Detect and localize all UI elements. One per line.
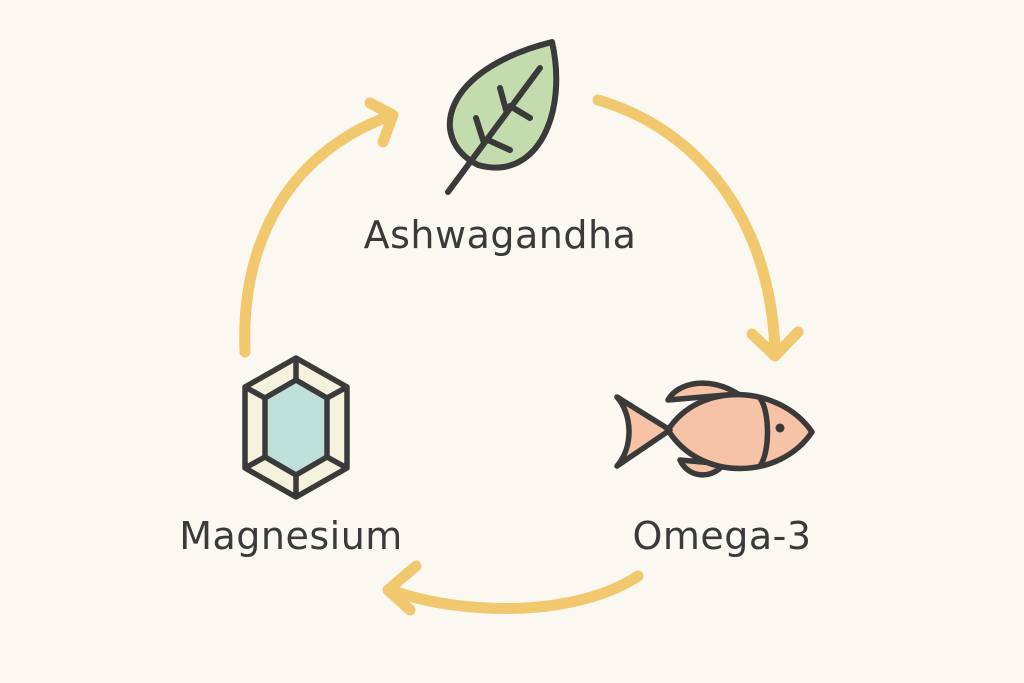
arrow-magnesium-to-ashwagandha [239,97,399,358]
gem-icon [242,355,350,500]
leaf-icon [445,39,560,195]
node-label-omega3: Omega-3 [632,514,812,558]
node-label-ashwagandha: Ashwagandha [363,213,637,257]
arrow-omega3-to-magnesium [382,560,644,616]
node-label-magnesium: Magnesium [179,514,403,558]
fish-icon [614,380,815,478]
arrow-ashwagandha-to-omega3 [592,94,804,362]
